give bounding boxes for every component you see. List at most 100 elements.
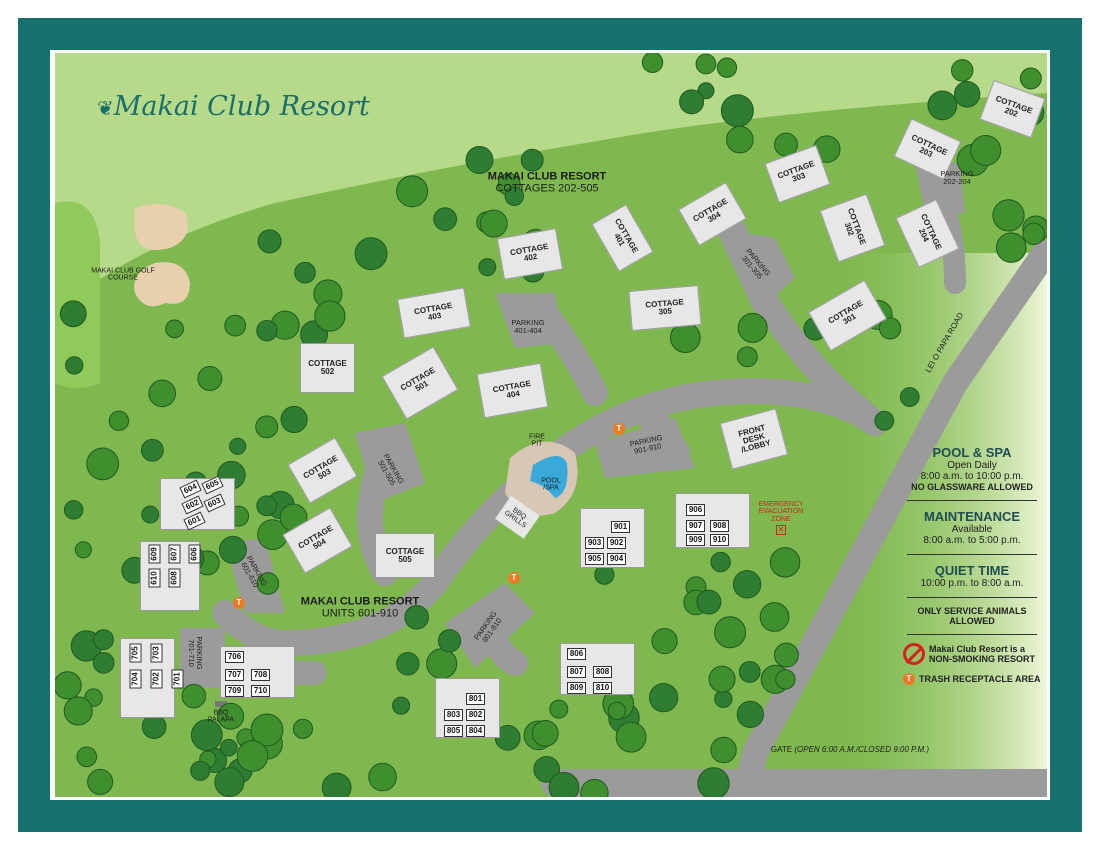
unit-number[interactable]: 809: [567, 682, 586, 694]
unit-building-u600b[interactable]: 609 607 606 610 608: [140, 541, 201, 611]
tree-icon: [738, 661, 761, 683]
tree-icon: [396, 652, 420, 676]
tree-icon: [953, 81, 981, 108]
unit-number[interactable]: 806: [567, 648, 586, 660]
tree-icon: [219, 738, 238, 757]
unit-number[interactable]: 910: [710, 534, 729, 546]
no-smoking-icon: [903, 643, 925, 665]
tree-icon: [773, 642, 799, 668]
service-animals-note: ONLY SERVICE ANIMALS ALLOWED: [917, 606, 1027, 626]
tree-icon: [314, 300, 346, 332]
cottage-building[interactable]: COTTAGE 502: [300, 343, 355, 393]
unit-number[interactable]: 701: [171, 669, 184, 689]
tree-icon: [87, 768, 114, 795]
unit-number[interactable]: 703: [150, 643, 163, 663]
unit-number[interactable]: 708: [251, 669, 270, 681]
unit-number[interactable]: 601: [183, 511, 206, 531]
cottage-label: COTTAGE 303: [776, 158, 816, 184]
tree-icon: [549, 699, 569, 719]
unit-number[interactable]: 802: [466, 709, 485, 721]
unit-number[interactable]: 605: [201, 475, 224, 495]
unit-number[interactable]: 810: [593, 682, 612, 694]
unit-number[interactable]: 606: [188, 544, 201, 564]
tree-icon: [594, 564, 615, 585]
trash-icon: T: [903, 673, 915, 685]
maintenance-heading: MAINTENANCE: [923, 509, 1021, 524]
tree-icon: [714, 616, 747, 649]
golf-fairway: [55, 201, 100, 388]
tree-icon: [520, 148, 544, 172]
cottage-building[interactable]: COTTAGE 505: [375, 533, 435, 578]
unit-number[interactable]: 804: [466, 725, 485, 737]
unit-number[interactable]: 710: [251, 685, 270, 697]
tree-icon: [141, 505, 160, 524]
unit-number[interactable]: 909: [686, 534, 705, 546]
tree-icon: [697, 82, 715, 100]
unit-number[interactable]: 608: [168, 568, 181, 588]
unit-number[interactable]: 704: [129, 669, 142, 689]
cottage-label: COTTAGE 502: [308, 359, 347, 376]
tree-icon: [970, 134, 1002, 166]
unit-number[interactable]: 907: [686, 520, 705, 532]
unit-number[interactable]: 904: [607, 553, 626, 565]
trash-icon: T: [233, 597, 245, 609]
trash-icon: T: [508, 572, 520, 584]
tree-icon: [504, 186, 525, 206]
unit-number[interactable]: 906: [686, 504, 705, 516]
tree-icon: [533, 756, 561, 783]
pool-spa-hours: 8:00 a.m. to 10:00 p.m.: [920, 471, 1024, 482]
tree-icon: [190, 760, 211, 781]
tree-icon: [479, 209, 508, 238]
cottage-label: COTTAGE 403: [413, 300, 453, 323]
unit-number[interactable]: 610: [148, 568, 161, 588]
unit-number[interactable]: 702: [150, 669, 163, 689]
tree-icon: [548, 772, 580, 797]
unit-building-u900b[interactable]: 906 907 908 909 910: [675, 493, 750, 548]
unit-building-u700b[interactable]: 706 707 708 709 710: [220, 646, 295, 698]
emergency-zone-label: EMERGENCY EVACUATION ZONE✕: [751, 501, 811, 536]
unit-number[interactable]: 803: [444, 709, 463, 721]
tree-icon: [874, 410, 895, 431]
unit-number[interactable]: 609: [148, 544, 161, 564]
unit-number[interactable]: 905: [585, 553, 604, 565]
tree-icon: [737, 312, 768, 343]
unit-number[interactable]: 901: [611, 521, 630, 533]
unit-building-u700a[interactable]: 705 703 704 702 701: [120, 638, 184, 718]
tree-icon: [720, 94, 754, 128]
tree-icon: [218, 535, 247, 564]
unit-number[interactable]: 902: [607, 537, 626, 549]
pool-spa-heading: POOL & SPA: [932, 445, 1012, 460]
unit-number[interactable]: 908: [710, 520, 729, 532]
tree-icon: [580, 778, 609, 797]
tree-icon: [55, 671, 82, 700]
pool-label: POOL /SPA: [541, 477, 561, 492]
unit-building-u800b[interactable]: 806 807 808 809 810: [560, 643, 635, 695]
tree-icon: [255, 415, 279, 439]
unit-number[interactable]: 805: [444, 725, 463, 737]
cottage-label: COTTAGE 204: [917, 212, 944, 251]
cottage-label: COTTAGE 302: [842, 206, 868, 247]
tree-icon: [256, 572, 280, 595]
unit-number[interactable]: 808: [593, 666, 612, 678]
tree-icon: [148, 379, 177, 408]
unit-number[interactable]: 706: [225, 651, 244, 663]
tree-icon: [732, 570, 762, 599]
unit-number[interactable]: 807: [567, 666, 586, 678]
cottage-building[interactable]: COTTAGE 305: [628, 285, 702, 331]
unit-number[interactable]: 705: [129, 643, 142, 663]
tree-icon: [669, 322, 701, 353]
unit-number[interactable]: 707: [225, 669, 244, 681]
unit-number[interactable]: 903: [585, 537, 604, 549]
unit-number[interactable]: 801: [466, 693, 485, 705]
tree-icon: [224, 314, 247, 337]
parking-label: PARKING 202-204: [940, 169, 974, 186]
unit-number[interactable]: 709: [225, 685, 244, 697]
tree-icon: [197, 366, 223, 392]
unit-number[interactable]: 603: [203, 493, 226, 513]
tree-icon: [63, 696, 93, 726]
tree-icon: [92, 652, 115, 674]
unit-number[interactable]: 607: [168, 544, 181, 564]
